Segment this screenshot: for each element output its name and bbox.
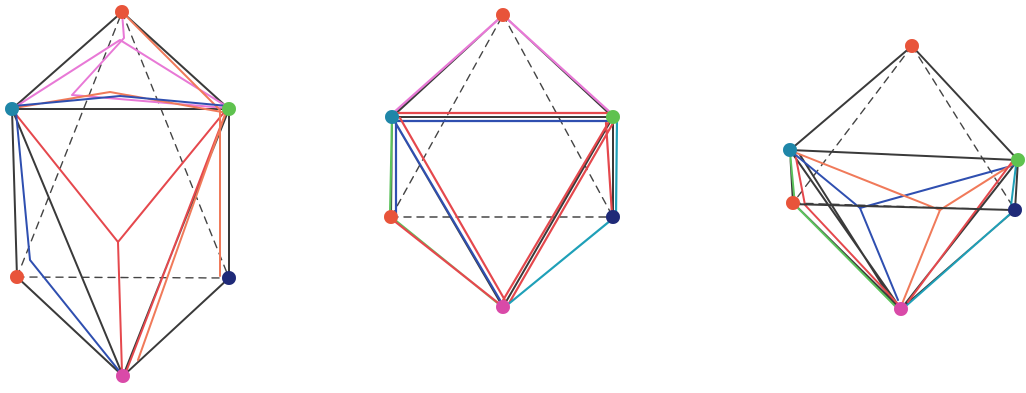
vertex-top (496, 8, 510, 22)
vertex-lower-right (222, 271, 236, 285)
vertex-bottom (496, 300, 510, 314)
figure-octahedron (783, 39, 1025, 316)
vertex-upper-left (385, 110, 399, 124)
vertex-lower-left (384, 210, 398, 224)
vertex-lower-left (10, 270, 24, 284)
vertex-lower-right (606, 210, 620, 224)
vertex-upper-right (222, 102, 236, 116)
vertex-upper-right (606, 110, 620, 124)
figure-elongated-bipyramid (5, 5, 236, 383)
vertex-bottom (894, 302, 908, 316)
vertex-left (783, 143, 797, 157)
colored-strokes (790, 152, 1016, 306)
vertex-left-back (786, 196, 800, 210)
vertex-top (115, 5, 129, 19)
vertex-bottom (116, 369, 130, 383)
vertex-top (905, 39, 919, 53)
hidden-edges (793, 46, 1015, 210)
vertex-right-back (1008, 203, 1022, 217)
vertex-upper-left (5, 102, 19, 116)
vertex-right (1011, 153, 1025, 167)
figure-hexahedron-variant (384, 8, 620, 314)
colored-strokes (388, 17, 617, 306)
vertices (783, 39, 1025, 316)
colored-strokes (12, 12, 228, 372)
